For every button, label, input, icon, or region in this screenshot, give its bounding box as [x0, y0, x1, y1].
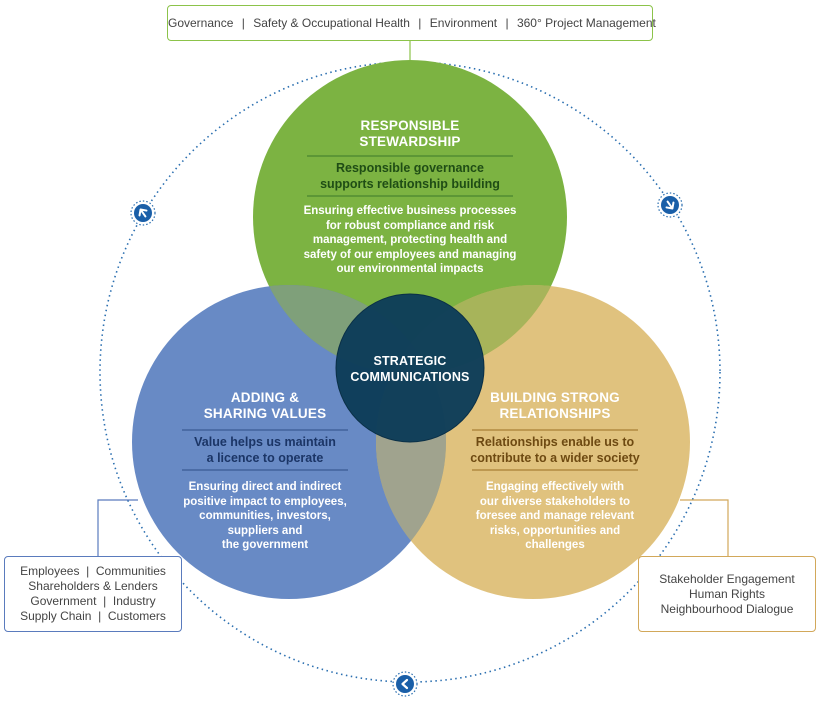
blue-body: Ensuring direct and indirect positive im… — [183, 481, 347, 551]
left-box-line: Government | Industry — [30, 594, 156, 608]
top-item-governance: Governance — [168, 15, 234, 30]
top-box-text: Governance | Safety & Occupational Healt… — [168, 15, 656, 30]
left-box-line: Shareholders & Lenders — [28, 579, 158, 593]
right-box: Stakeholder Engagement Human Rights Neig… — [638, 556, 816, 632]
blue-subtitle: Value helps us maintain a licence to ope… — [194, 435, 336, 465]
top-item-environment: Environment — [429, 15, 498, 30]
green-subtitle: Responsible governance supports relation… — [320, 161, 500, 191]
right-box-line: Stakeholder Engagement — [659, 571, 795, 586]
top-item-project-management: 360° Project Management — [516, 15, 656, 30]
center-title: STRATEGIC COMMUNICATIONS — [350, 354, 470, 384]
center-circle — [336, 294, 484, 442]
arrow-left-icon — [392, 671, 418, 697]
left-connector — [97, 499, 138, 556]
blue-title: ADDING & SHARING VALUES — [203, 390, 327, 421]
right-box-line: Human Rights — [688, 586, 766, 601]
right-connector — [680, 499, 729, 556]
right-box-line: Neighbourhood Dialogue — [660, 601, 794, 616]
arrow-up-left-icon — [130, 200, 156, 226]
left-box-line: Employees | Communities — [20, 564, 166, 578]
green-title: RESPONSIBLE STEWARDSHIP — [359, 118, 461, 149]
gold-body: Engaging effectively with our diverse st… — [475, 481, 635, 551]
gold-title: BUILDING STRONG RELATIONSHIPS — [490, 390, 620, 421]
left-box-line: Supply Chain | Customers — [20, 609, 166, 623]
top-box: Governance | Safety & Occupational Healt… — [167, 5, 656, 41]
green-body: Ensuring effective business processes fo… — [303, 205, 517, 275]
gold-subtitle: Relationships enable us to contribute to… — [470, 435, 640, 465]
left-box: Employees | Communities Shareholders & L… — [4, 556, 182, 632]
top-item-safety: Safety & Occupational Health — [253, 15, 410, 30]
arrow-down-right-icon — [657, 192, 683, 218]
